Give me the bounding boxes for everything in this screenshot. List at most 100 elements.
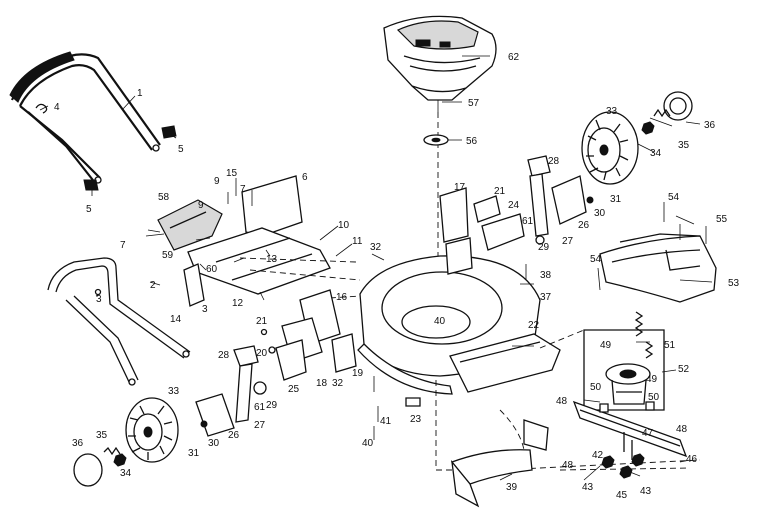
callout-32: 32 [370, 242, 382, 253]
callout-43: 43 [640, 486, 652, 497]
callout-14: 14 [170, 314, 182, 325]
mower-deck-22 [299, 255, 585, 395]
mount-bracket-24 [481, 213, 525, 251]
rear-wheel-33 [581, 111, 639, 185]
fasteners [145, 178, 534, 440]
callout-62: 62 [508, 52, 520, 63]
callout-22: 22 [528, 320, 540, 331]
callout-52: 52 [678, 364, 690, 375]
callout-57: 57 [468, 98, 480, 109]
callout-9: 9 [214, 176, 220, 187]
callout-49: 49 [646, 374, 658, 385]
callout-31: 31 [188, 448, 200, 459]
callout-18: 18 [316, 378, 328, 389]
nut-34-front [113, 453, 127, 467]
callout-34: 34 [120, 468, 132, 479]
callout-26: 26 [578, 220, 590, 231]
bail-lever-14 [183, 263, 205, 307]
callout-45: 45 [616, 490, 628, 501]
wire-clip [35, 103, 48, 114]
callout-12: 12 [232, 298, 244, 309]
callout-48: 48 [556, 396, 568, 407]
callout-59: 59 [162, 250, 174, 261]
front-bracket-25 [275, 339, 307, 381]
leader-lines [39, 55, 713, 481]
callout-25: 25 [288, 384, 300, 395]
callout-5: 5 [86, 204, 92, 215]
rear-bracket-17 [439, 187, 473, 275]
callout-34: 34 [650, 148, 662, 159]
callout-53: 53 [728, 278, 740, 289]
callout-9: 9 [198, 200, 204, 211]
callout-13: 13 [266, 254, 278, 265]
callout-47: 47 [642, 428, 654, 439]
callout-28: 28 [548, 156, 560, 167]
callout-3: 3 [202, 304, 208, 315]
callout-39: 39 [506, 482, 518, 493]
callout-29: 29 [538, 242, 550, 253]
callout-50: 50 [590, 382, 602, 393]
callout-21: 21 [256, 316, 268, 327]
callout-56: 56 [466, 136, 478, 147]
callout-27: 27 [562, 236, 574, 247]
baffle-39 [435, 380, 549, 508]
callout-7: 7 [120, 240, 126, 251]
callout-15: 15 [226, 168, 238, 179]
callout-1: 1 [137, 88, 143, 99]
blade-bolts [599, 401, 655, 479]
callout-41: 41 [380, 416, 392, 427]
callout-20: 20 [256, 348, 268, 359]
callout-46: 46 [686, 454, 698, 465]
spring-35-front [103, 446, 121, 456]
callout-27: 27 [254, 420, 266, 431]
callout-32: 32 [332, 378, 344, 389]
callout-49: 49 [600, 340, 612, 351]
callout-24: 24 [508, 200, 520, 211]
callout-33: 33 [606, 106, 618, 117]
callout-33: 33 [168, 386, 180, 397]
lower-handle [47, 257, 191, 386]
callout-23: 23 [410, 414, 422, 425]
callout-30: 30 [594, 208, 606, 219]
front-wheel-33 [125, 397, 179, 463]
callout-19: 19 [352, 368, 364, 379]
hubcap-36-front [73, 453, 103, 487]
callout-5: 5 [178, 144, 184, 155]
callout-4: 4 [54, 102, 60, 113]
callout-17: 17 [454, 182, 466, 193]
callout-16: 16 [336, 292, 348, 303]
callout-40: 40 [362, 438, 374, 449]
blade-adapter-frame [583, 329, 665, 411]
engine-62 [383, 15, 497, 112]
control-cover-58 [157, 199, 223, 251]
callout-61: 61 [522, 216, 534, 227]
callout-6: 6 [302, 172, 308, 183]
callout-60: 60 [206, 264, 218, 275]
callout-35: 35 [678, 140, 690, 151]
callout-29: 29 [266, 400, 278, 411]
callout-55: 55 [716, 214, 728, 225]
callout-48: 48 [676, 424, 688, 435]
hubcap-36 [663, 91, 693, 121]
callout-54: 54 [668, 192, 680, 203]
callout-11: 11 [352, 236, 363, 247]
callout-38: 38 [540, 270, 552, 281]
height-adjuster-left [195, 345, 267, 437]
callout-58: 58 [158, 192, 170, 203]
callout-54: 54 [590, 254, 602, 265]
callout-7: 7 [240, 184, 246, 195]
hex-nut-34 [641, 121, 655, 135]
callout-2: 2 [150, 280, 156, 291]
height-adjuster-right [527, 155, 594, 245]
callout-51: 51 [664, 340, 676, 351]
callout-35: 35 [96, 430, 108, 441]
upper-handle [9, 51, 161, 185]
hinge-bracket-21 [473, 195, 501, 223]
callout-30: 30 [208, 438, 220, 449]
callout-10: 10 [338, 220, 350, 231]
washer-56 [423, 134, 449, 146]
callout-37: 37 [540, 292, 552, 303]
spring-51 [634, 311, 654, 359]
